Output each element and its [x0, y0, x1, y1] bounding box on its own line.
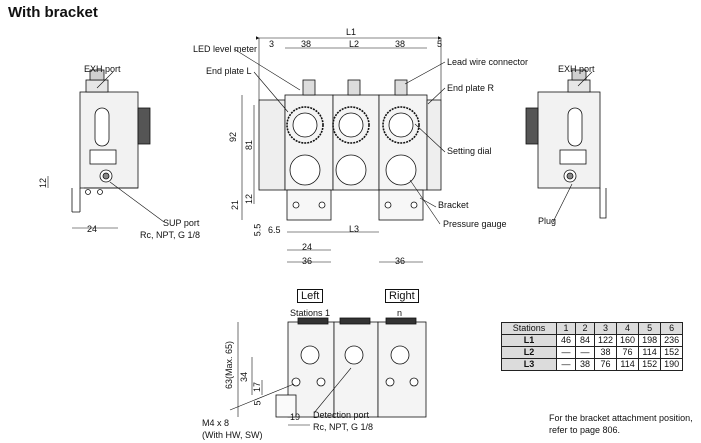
bottom-view	[275, 317, 427, 418]
dim-l2: L2	[349, 39, 360, 49]
table-cell: 152	[638, 358, 662, 371]
dim-6-5: 6.5	[268, 225, 281, 235]
table-header-cell: 2	[575, 322, 595, 335]
exh-port-label-left: EXH port	[84, 64, 121, 74]
table-header-cell: 6	[660, 322, 684, 335]
sup-port-thread: Rc, NPT, G 1/8	[140, 230, 201, 240]
left-view-label: Left	[297, 289, 324, 303]
table-row: L1 46 84 122 160 198 236	[501, 334, 684, 347]
table-cell: 160	[616, 334, 640, 347]
detection-port-thread: Rc, NPT, G 1/8	[313, 422, 374, 432]
dim-21: 21	[230, 199, 241, 211]
dim-63: 63(Max. 65)	[224, 340, 235, 390]
table-cell: 114	[616, 358, 640, 371]
right-view-label: Right	[385, 289, 419, 303]
dim-38b: 38	[395, 39, 406, 49]
dim-38a: 38	[301, 39, 312, 49]
dim-l3: L3	[349, 224, 360, 234]
table-cell: —	[556, 358, 576, 371]
stations-label: Stations 1	[290, 308, 331, 318]
detection-port-label: Detection port	[313, 410, 370, 420]
left-side-view	[71, 69, 151, 213]
m4-note: (With HW, SW)	[202, 430, 263, 440]
table-row-header: L3	[501, 358, 557, 371]
table-cell: 122	[593, 334, 618, 347]
table-header-cell: 1	[556, 322, 576, 335]
lead-wire-connector-label: Lead wire connector	[447, 57, 529, 67]
right-side-view	[525, 69, 607, 219]
dim-5-5: 5.5	[252, 223, 263, 237]
table-cell: 190	[660, 358, 684, 371]
stations-n-label: n	[397, 308, 403, 318]
dim-36b: 36	[395, 256, 406, 266]
table-header-cell: 5	[638, 322, 662, 335]
dim-24-center: 24	[302, 242, 313, 252]
table-cell: 38	[575, 358, 595, 371]
table-cell: 84	[575, 334, 595, 347]
exh-port-label-right: EXH port	[558, 64, 595, 74]
end-plate-l-label: End plate L	[206, 66, 252, 76]
dim-19: 19	[290, 412, 301, 422]
table-cell: 114	[638, 346, 662, 359]
section-title: With bracket	[8, 4, 98, 21]
table-row-header: L2	[501, 346, 557, 359]
table-cell: 236	[660, 334, 684, 347]
end-plate-r-label: End plate R	[447, 83, 495, 93]
dim-12: 12	[244, 193, 255, 205]
stations-table: Stations 1 2 3 4 5 6 L1 46 84 122 160 19…	[501, 322, 684, 371]
table-header-cell: 3	[593, 322, 618, 335]
table-cell: 46	[556, 334, 576, 347]
front-view	[258, 79, 442, 221]
plug-label: Plug	[538, 216, 557, 226]
dim-92: 92	[228, 131, 239, 143]
table-row: L2 — — 38 76 114 152	[501, 346, 684, 359]
led-level-meter-label: LED level meter	[193, 44, 258, 54]
table-cell: —	[575, 346, 595, 359]
dim-17: 17	[252, 381, 263, 393]
table-cell: 152	[660, 346, 684, 359]
table-cell: 76	[616, 346, 640, 359]
dim-24-side: 24	[87, 224, 98, 234]
dim-3: 3	[269, 39, 275, 49]
sup-port-label: SUP port	[163, 218, 200, 228]
table-row: L3 — 38 76 114 152 190	[501, 358, 684, 371]
dim-34: 34	[239, 371, 250, 383]
dim-5b: 5	[252, 400, 263, 406]
table-cell: 198	[638, 334, 662, 347]
dim-5: 5	[437, 39, 443, 49]
dim-12-side: 12	[38, 177, 49, 189]
m4-label: M4 x 8	[202, 418, 230, 428]
table-header-cell: 4	[616, 322, 640, 335]
table-row: Stations 1 2 3 4 5 6	[501, 322, 684, 335]
bracket-label: Bracket	[438, 200, 469, 210]
setting-dial-label: Setting dial	[447, 146, 492, 156]
bracket-note: For the bracket attachment position, ref…	[549, 413, 693, 435]
table-cell: 38	[593, 346, 618, 359]
dim-36a: 36	[302, 256, 313, 266]
dim-l1: L1	[346, 27, 357, 37]
table-cell: 76	[593, 358, 618, 371]
table-row-header: L1	[501, 334, 557, 347]
pressure-gauge-label: Pressure gauge	[443, 219, 507, 229]
table-cell: —	[556, 346, 576, 359]
dim-81: 81	[244, 139, 255, 151]
table-header-cell: Stations	[501, 322, 557, 335]
